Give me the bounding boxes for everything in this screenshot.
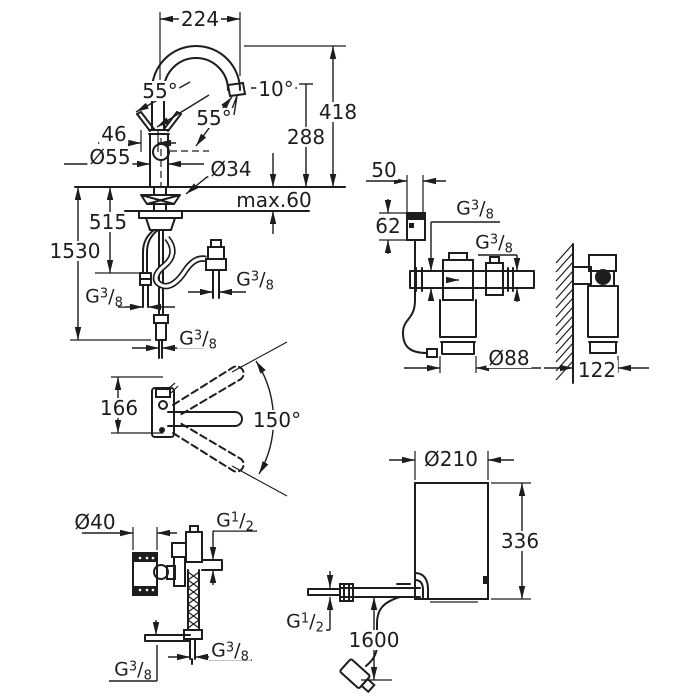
dim-body-diameter: Ø55 [87, 145, 133, 169]
view-filter-side [544, 243, 649, 384]
thread-g38-mounting-right: G3/8 [209, 639, 251, 665]
dim-shank-diameter: Ø34 [208, 157, 254, 181]
dim-sensor-height: 62 [373, 214, 403, 238]
dim-cartridge-diameter: Ø88 [486, 346, 532, 370]
view-boiler [287, 451, 531, 694]
dim-hole-diameter: Ø40 [72, 510, 118, 534]
thread-g12-mounting: G1/2 [214, 509, 256, 535]
view-mounting-set [82, 525, 257, 682]
dim-cable-length: 1600 [346, 628, 402, 652]
thread-g38-hose-left: G3/8 [83, 285, 125, 311]
thread-g38-hose-bottom: G3/8 [177, 327, 219, 353]
dim-spout-length-top: 166 [97, 396, 141, 420]
dim-lever-angle-2: 55° [194, 106, 234, 130]
view-faucet-top [111, 341, 288, 497]
thread-g12-boiler: G1/2 [284, 610, 326, 636]
thread-g38-mounting-bottom: G3/8 [112, 658, 154, 684]
thread-g38-check-valve: G3/8 [234, 268, 276, 294]
dim-hose-short: 515 [86, 210, 130, 234]
dim-swivel-angle: 150° [250, 408, 304, 432]
dim-sensor-width: 50 [369, 158, 399, 182]
dim-outlet-height: 288 [284, 125, 328, 149]
view-filter-front [366, 175, 541, 373]
dim-wall-offset: 122 [575, 358, 619, 382]
dim-counter-thickness: max.60 [234, 188, 314, 212]
dim-spout-reach: 224 [178, 7, 222, 31]
thread-g38-filter-right: G3/8 [473, 231, 515, 257]
dim-lever-angle: 55° [140, 79, 180, 103]
dim-outlet-angle: 10° [256, 77, 296, 101]
dim-total-height: 418 [316, 100, 360, 124]
dim-boiler-height: 336 [498, 529, 542, 553]
dim-boiler-diameter: Ø210 [422, 447, 480, 471]
dim-lever-offset: 46 [99, 122, 129, 146]
dim-hose-long: 1530 [47, 239, 103, 263]
thread-g38-filter-left: G3/8 [454, 197, 496, 223]
